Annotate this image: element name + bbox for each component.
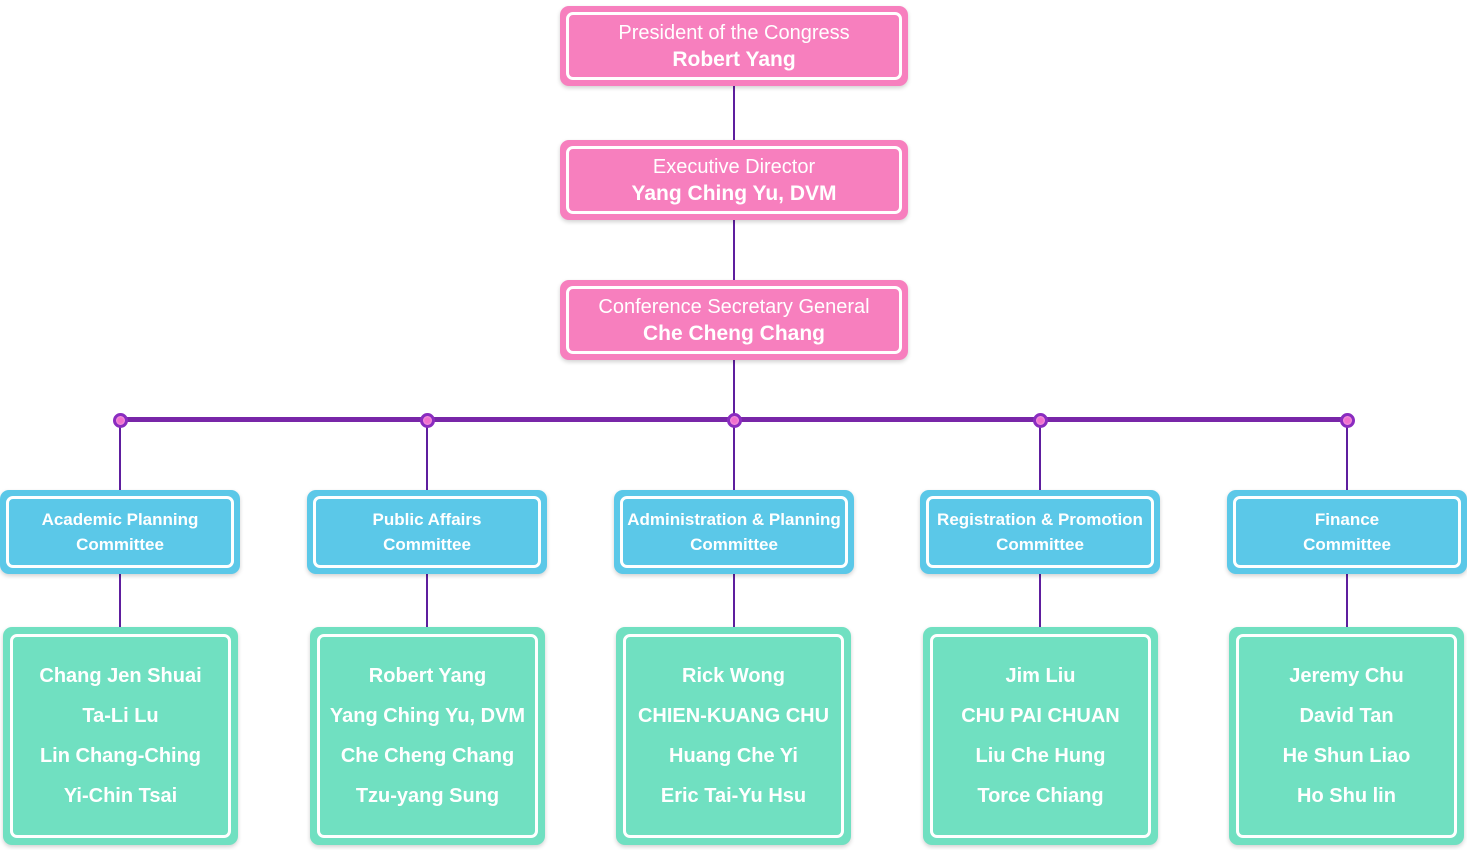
member-name: Rick Wong — [682, 665, 785, 687]
node-title: President of the Congress — [618, 21, 850, 44]
member-name: He Shun Liao — [1282, 745, 1411, 767]
member-name: Ta-Li Lu — [82, 705, 159, 727]
member-name: CHU PAI CHUAN — [961, 705, 1120, 727]
committee-frame: Administration & Planning Committee — [620, 496, 848, 568]
member-name: Jeremy Chu — [1289, 665, 1404, 687]
org-node-executive-director: Executive Director Yang Ching Yu, DVM — [560, 140, 908, 220]
connector-drop-2 — [426, 420, 428, 490]
member-list-frame: Jim Liu CHU PAI CHUAN Liu Che Hung Torce… — [930, 634, 1151, 838]
bus-junction-dot-5 — [1340, 413, 1355, 428]
member-name: Yi-Chin Tsai — [63, 785, 178, 807]
member-list-finance: Jeremy Chu David Tan He Shun Liao Ho Shu… — [1229, 627, 1464, 845]
member-name: CHIEN-KUANG CHU — [637, 705, 830, 727]
connector-members-1 — [119, 574, 121, 627]
bus-junction-dot-3 — [727, 413, 742, 428]
org-node-president: President of the Congress Robert Yang — [560, 6, 908, 86]
org-node-secretary-general-frame: Conference Secretary General Che Cheng C… — [566, 286, 902, 354]
connector-members-3 — [733, 574, 735, 627]
committee-name-line1: Registration & Promotion — [937, 510, 1143, 529]
committee-frame: Academic Planning Committee — [6, 496, 234, 568]
committee-name-line2: Committee — [996, 535, 1084, 554]
committee-node-academic-planning: Academic Planning Committee — [0, 490, 240, 574]
bus-junction-dot-4 — [1033, 413, 1048, 428]
member-list-frame: Jeremy Chu David Tan He Shun Liao Ho Shu… — [1236, 634, 1457, 838]
connector-members-2 — [426, 574, 428, 627]
committee-node-registration-promotion: Registration & Promotion Committee — [920, 490, 1160, 574]
node-title: Conference Secretary General — [598, 295, 870, 318]
committee-frame: Public Affairs Committee — [313, 496, 541, 568]
committee-name-line2: Committee — [76, 535, 164, 554]
org-node-secretary-general: Conference Secretary General Che Cheng C… — [560, 280, 908, 360]
bus-junction-dot-1 — [113, 413, 128, 428]
committee-node-administration-planning: Administration & Planning Committee — [614, 490, 854, 574]
node-person-name: Yang Ching Yu, DVM — [631, 181, 837, 205]
member-list-frame: Robert Yang Yang Ching Yu, DVM Che Cheng… — [317, 634, 538, 838]
member-name: Che Cheng Chang — [340, 745, 515, 767]
connector-secretary-bus — [733, 360, 735, 418]
org-node-president-frame: President of the Congress Robert Yang — [566, 12, 902, 80]
member-list-public-affairs: Robert Yang Yang Ching Yu, DVM Che Cheng… — [310, 627, 545, 845]
member-name: Robert Yang — [368, 665, 487, 687]
connector-drop-3 — [733, 420, 735, 490]
member-list-frame: Rick Wong CHIEN-KUANG CHU Huang Che Yi E… — [623, 634, 844, 838]
committee-name-line2: Committee — [1303, 535, 1391, 554]
connector-president-director — [733, 86, 735, 140]
committee-name-line1: Administration & Planning — [627, 510, 841, 529]
committee-node-public-affairs: Public Affairs Committee — [307, 490, 547, 574]
member-name: Liu Che Hung — [975, 745, 1106, 767]
member-list-frame: Chang Jen Shuai Ta-Li Lu Lin Chang-Ching… — [10, 634, 231, 838]
committee-frame: Finance Committee — [1233, 496, 1461, 568]
member-name: David Tan — [1299, 705, 1394, 727]
connector-members-4 — [1039, 574, 1041, 627]
committee-name-line1: Academic Planning — [41, 510, 199, 529]
committee-node-finance: Finance Committee — [1227, 490, 1467, 574]
committee-name-line2: Committee — [690, 535, 778, 554]
committee-frame: Registration & Promotion Committee — [926, 496, 1154, 568]
connector-director-secretary — [733, 220, 735, 280]
member-name: Tzu-yang Sung — [355, 785, 500, 807]
node-title: Executive Director — [652, 155, 816, 178]
node-person-name: Che Cheng Chang — [643, 321, 825, 345]
member-name: Eric Tai-Yu Hsu — [660, 785, 807, 807]
connector-drop-1 — [119, 420, 121, 490]
member-list-administration-planning: Rick Wong CHIEN-KUANG CHU Huang Che Yi E… — [616, 627, 851, 845]
member-list-registration-promotion: Jim Liu CHU PAI CHUAN Liu Che Hung Torce… — [923, 627, 1158, 845]
member-name: Ho Shu lin — [1297, 785, 1396, 807]
member-name: Huang Che Yi — [669, 745, 798, 767]
node-person-name: Robert Yang — [672, 47, 796, 71]
connector-drop-4 — [1039, 420, 1041, 490]
member-name: Yang Ching Yu, DVM — [329, 705, 526, 727]
connector-members-5 — [1346, 574, 1348, 627]
member-list-academic-planning: Chang Jen Shuai Ta-Li Lu Lin Chang-Ching… — [3, 627, 238, 845]
member-name: Lin Chang-Ching — [39, 745, 202, 767]
member-name: Chang Jen Shuai — [39, 665, 202, 687]
member-name: Jim Liu — [1005, 665, 1076, 687]
org-node-executive-director-frame: Executive Director Yang Ching Yu, DVM — [566, 146, 902, 214]
bus-junction-dot-2 — [420, 413, 435, 428]
committee-name-line1: Finance — [1314, 510, 1380, 529]
member-name: Torce Chiang — [977, 785, 1104, 807]
committee-name-line2: Committee — [383, 535, 471, 554]
connector-drop-5 — [1346, 420, 1348, 490]
committee-name-line1: Public Affairs — [372, 510, 482, 529]
